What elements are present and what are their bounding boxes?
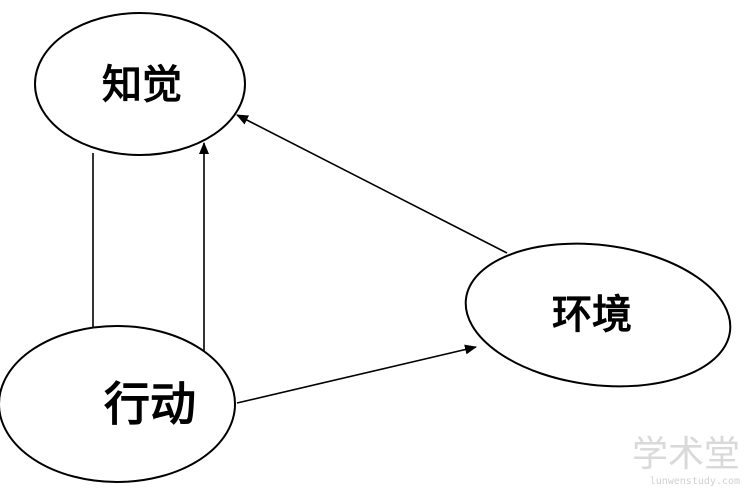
node-perception: 知觉 <box>34 12 246 156</box>
watermark-logo: 学术堂 lunwenstudy.com <box>632 434 740 487</box>
node-environment: 环境 <box>464 242 732 388</box>
node-action-label: 行动 <box>104 377 196 431</box>
node-environment-label: 环境 <box>552 292 632 338</box>
node-action: 行动 <box>0 325 236 483</box>
edge-environment-to-perception <box>236 114 508 254</box>
watermark-text: 学术堂 <box>632 434 740 475</box>
edge-action-to-environment <box>236 344 477 404</box>
node-perception-label: 知觉 <box>102 62 182 108</box>
watermark-subtext: lunwenstudy.com <box>650 476 740 487</box>
